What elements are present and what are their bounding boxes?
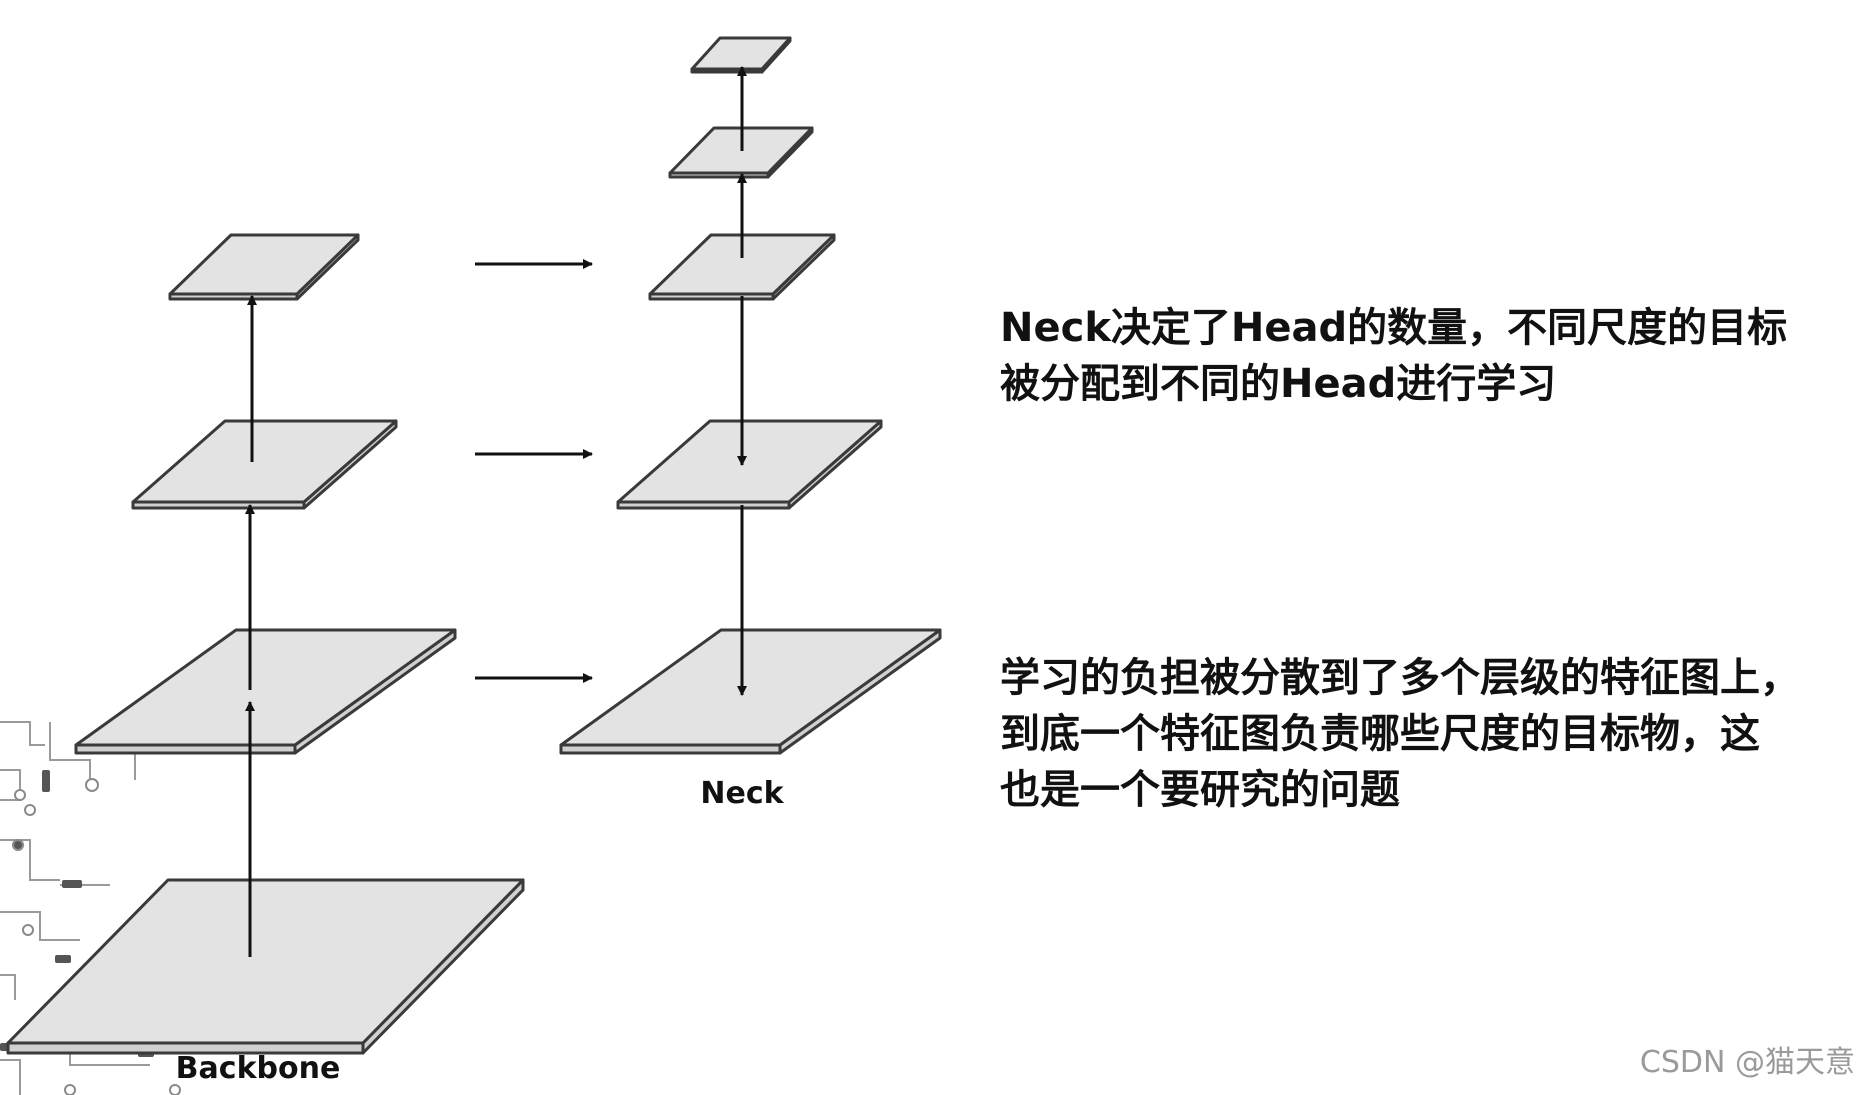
neck-pyramid <box>559 36 942 755</box>
lateral-arrows <box>475 259 593 683</box>
neck-level-3-plate <box>648 233 836 301</box>
neck-level-2-plate <box>616 419 883 510</box>
backbone-pyramid <box>6 233 525 1055</box>
neck-label: Neck <box>700 776 784 811</box>
backbone-level-3-plate <box>131 419 398 510</box>
neck-level-1-plate <box>559 628 942 755</box>
backbone-level-2-plate <box>74 628 457 755</box>
neck-level-5-plate <box>690 36 792 74</box>
neck-head-note: Neck决定了Head的数量，不同尺度的目标 被分配到不同的Head进行学习 <box>1000 305 1788 407</box>
backbone-level-1-plate <box>6 878 525 1055</box>
backbone-arrows <box>245 295 257 957</box>
feature-map-burden-note: 学习的负担被分散到了多个层级的特征图上， 到底一个特征图负责哪些尺度的目标物，这… <box>1000 655 1800 813</box>
backbone-level-4-plate <box>168 233 360 301</box>
csdn-watermark: CSDN @猫天意 <box>1639 1045 1855 1080</box>
backbone-label: Backbone <box>176 1051 341 1086</box>
